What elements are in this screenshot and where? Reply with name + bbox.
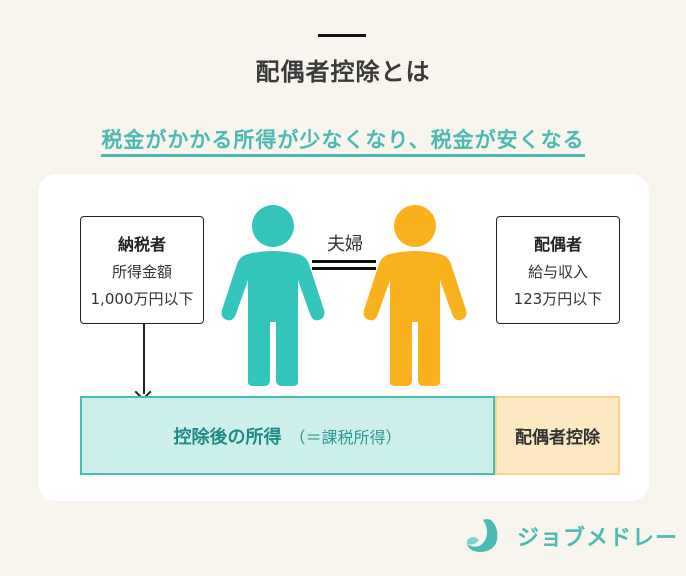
- taxpayer-heading: 納税者: [117, 235, 166, 254]
- spouse-line2: 123万円以下: [513, 290, 603, 308]
- spouse-heading: 配偶者: [533, 235, 582, 254]
- taxable-income-note: （＝課税所得）: [289, 427, 402, 447]
- couple-label: 夫婦: [327, 234, 363, 255]
- taxable-income-bar: 控除後の所得 （＝課税所得）: [80, 396, 495, 475]
- title-accent-bar: [318, 34, 366, 37]
- brand-name: ジョブメドレー: [517, 526, 679, 551]
- equals-line-top: [312, 260, 376, 263]
- job-medley-logo-icon: [467, 519, 498, 552]
- spouse-box: 配偶者 給与収入 123万円以下: [496, 216, 620, 324]
- spouse-deduction-label: 配偶者控除: [515, 428, 600, 448]
- subtitle: 税金がかかる所得が少なくなり、税金が安くなる: [0, 124, 686, 157]
- brand-logo: ジョブメドレー: [465, 518, 678, 554]
- arrow-down-line: [143, 324, 145, 394]
- spouse-person-icon: [363, 205, 467, 386]
- taxpayer-line1: 所得金額: [111, 263, 172, 281]
- spouse-line1: 給与収入: [527, 263, 588, 281]
- equals-line-bottom: [312, 267, 376, 270]
- taxpayer-person-icon: [221, 205, 325, 386]
- taxpayer-box: 納税者 所得金額 1,000万円以下: [80, 216, 204, 324]
- taxpayer-line2: 1,000万円以下: [90, 290, 194, 308]
- taxable-income-label: 控除後の所得: [173, 426, 282, 448]
- subtitle-text: 税金がかかる所得が少なくなり、税金が安くなる: [101, 128, 585, 157]
- spouse-deduction-bar: 配偶者控除: [495, 396, 620, 475]
- page-title: 配偶者控除とは: [255, 58, 431, 86]
